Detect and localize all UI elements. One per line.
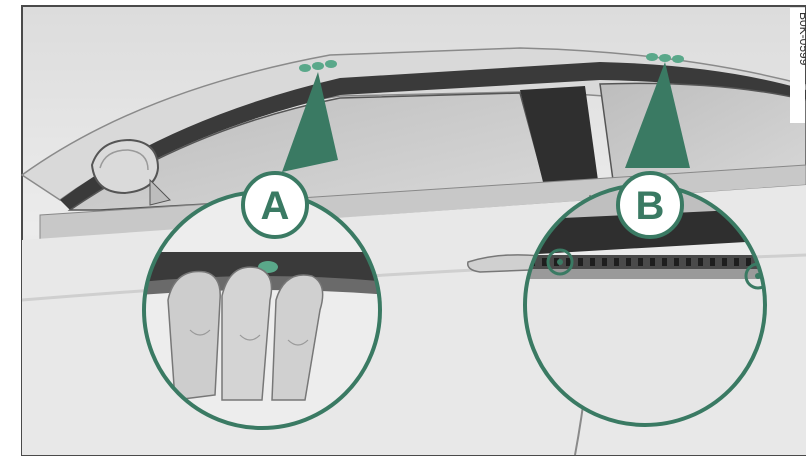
callout-b-label: B (636, 184, 665, 228)
figure-code: B0K-0599 (797, 12, 806, 66)
callout-a-label: A (261, 184, 290, 228)
